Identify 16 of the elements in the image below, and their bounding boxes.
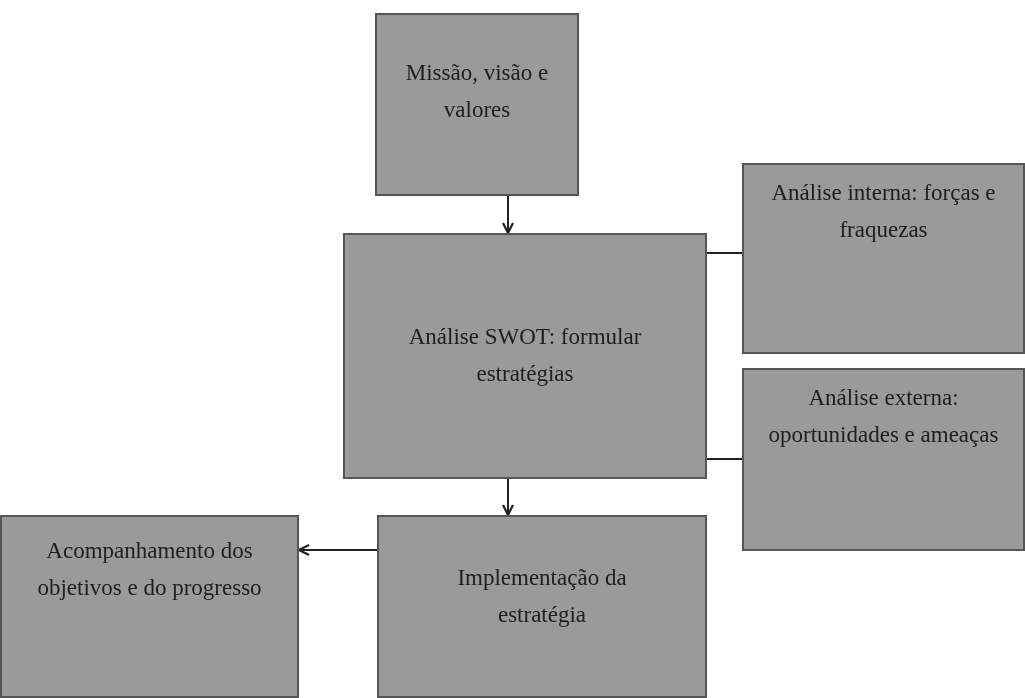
process-box (0, 515, 299, 698)
arrow (501, 478, 515, 517)
node-text: Análise SWOT: formular estratégias (407, 323, 643, 388)
connector-line (706, 458, 743, 460)
process-box (377, 515, 707, 698)
node-text: Análise interna: forças e fraquezas (770, 179, 997, 244)
process-box (343, 233, 707, 479)
process-box (742, 163, 1025, 354)
arrow (501, 195, 515, 235)
connector-line (706, 252, 743, 254)
node-text: Acompanhamento dos objetivos e do progresso (36, 537, 263, 602)
node-text: Implementação da estratégia (456, 563, 628, 629)
process-box (375, 13, 579, 196)
node-text: Análise externa: oportunidades e ameaças (767, 384, 1000, 449)
process-box (742, 368, 1025, 551)
node-text: Missão, visão e valores (404, 59, 550, 124)
